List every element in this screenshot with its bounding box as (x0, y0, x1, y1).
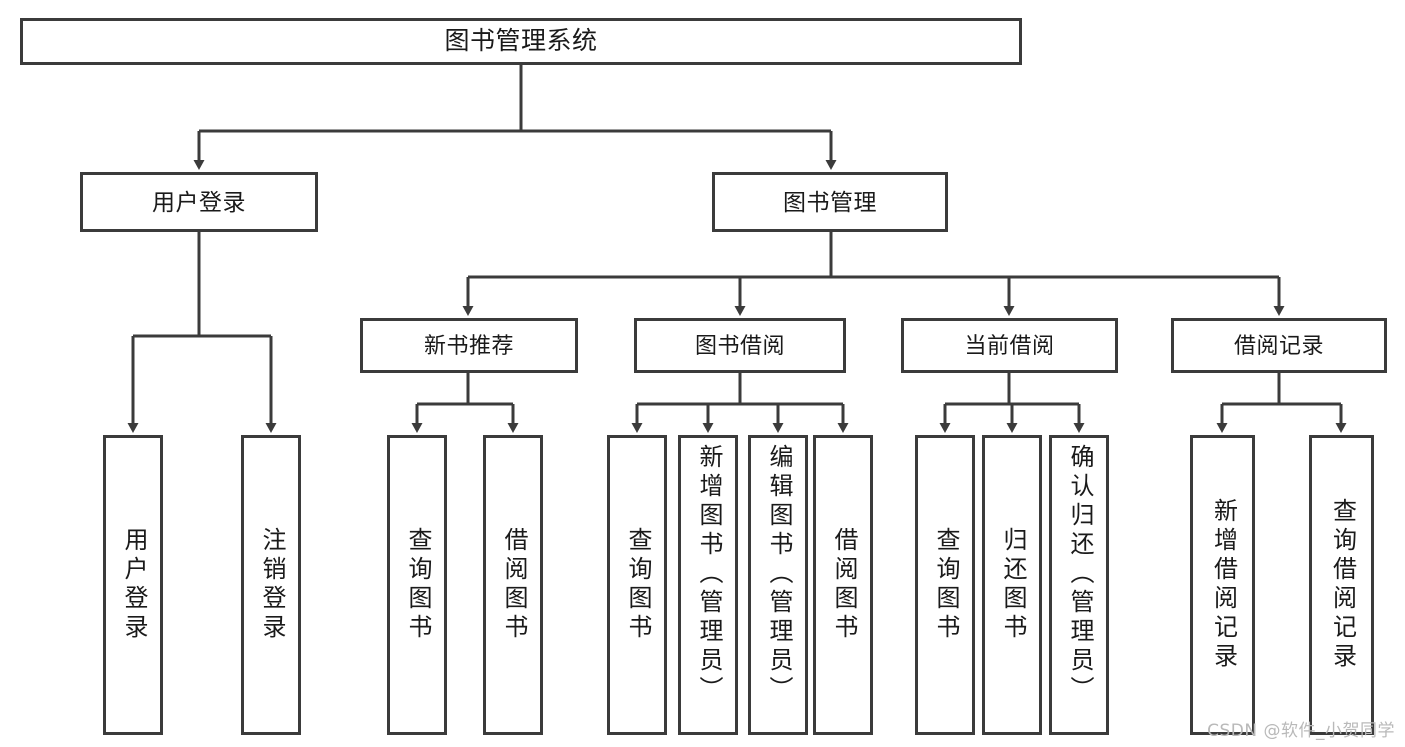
node-label: 注销登录 (258, 527, 285, 643)
leaf-current-borrow-query-book[interactable]: 查询图书 (915, 435, 975, 735)
leaf-new-book-query-book[interactable]: 查询图书 (387, 435, 447, 735)
node-book-management-system[interactable]: 图书管理系统 (20, 18, 1022, 65)
node-new-book-recommend[interactable]: 新书推荐 (360, 318, 578, 373)
leaf-user-login-logout[interactable]: 注销登录 (241, 435, 301, 735)
leaf-borrow-record-query-record[interactable]: 查询借阅记录 (1309, 435, 1374, 735)
watermark-text: CSDN @软件_小贺同学 (1207, 721, 1395, 741)
leaf-book-borrow-add-book-admin[interactable]: 新增图书（管理员） (678, 435, 738, 735)
node-label: 用户登录 (152, 188, 246, 215)
node-label: 新增图书（管理员） (695, 444, 722, 705)
node-label: 归还图书 (999, 527, 1026, 643)
node-label: 借阅记录 (1233, 332, 1324, 358)
node-label: 查询图书 (932, 527, 959, 643)
node-current-borrow[interactable]: 当前借阅 (901, 318, 1118, 373)
node-label: 借阅图书 (830, 527, 857, 643)
leaf-current-borrow-confirm-return-admin[interactable]: 确认归还（管理员） (1049, 435, 1109, 735)
node-label: 查询借阅记录 (1328, 498, 1356, 672)
node-book-management[interactable]: 图书管理 (712, 172, 948, 232)
node-label: 图书借阅 (694, 332, 785, 358)
node-label: 图书管理 (783, 188, 877, 215)
node-label: 图书管理系统 (444, 27, 598, 56)
node-label: 编辑图书（管理员） (765, 444, 792, 705)
node-label: 新书推荐 (423, 332, 514, 358)
node-label: 借阅图书 (500, 527, 527, 643)
leaf-borrow-record-add-record[interactable]: 新增借阅记录 (1190, 435, 1255, 735)
leaf-book-borrow-edit-book-admin[interactable]: 编辑图书（管理员） (748, 435, 808, 735)
node-label: 用户登录 (120, 527, 147, 643)
node-label: 新增借阅记录 (1209, 498, 1237, 672)
leaf-book-borrow-query-book[interactable]: 查询图书 (607, 435, 667, 735)
leaf-user-login-login[interactable]: 用户登录 (103, 435, 163, 735)
node-label: 确认归还（管理员） (1066, 444, 1093, 705)
leaf-book-borrow-borrow-book[interactable]: 借阅图书 (813, 435, 873, 735)
leaf-current-borrow-return-book[interactable]: 归还图书 (982, 435, 1042, 735)
node-book-borrow[interactable]: 图书借阅 (634, 318, 846, 373)
leaf-new-book-borrow-book[interactable]: 借阅图书 (483, 435, 543, 735)
node-borrow-record[interactable]: 借阅记录 (1171, 318, 1387, 373)
node-label: 查询图书 (624, 527, 651, 643)
node-label: 当前借阅 (964, 332, 1055, 358)
node-label: 查询图书 (404, 527, 431, 643)
node-user-login[interactable]: 用户登录 (80, 172, 318, 232)
